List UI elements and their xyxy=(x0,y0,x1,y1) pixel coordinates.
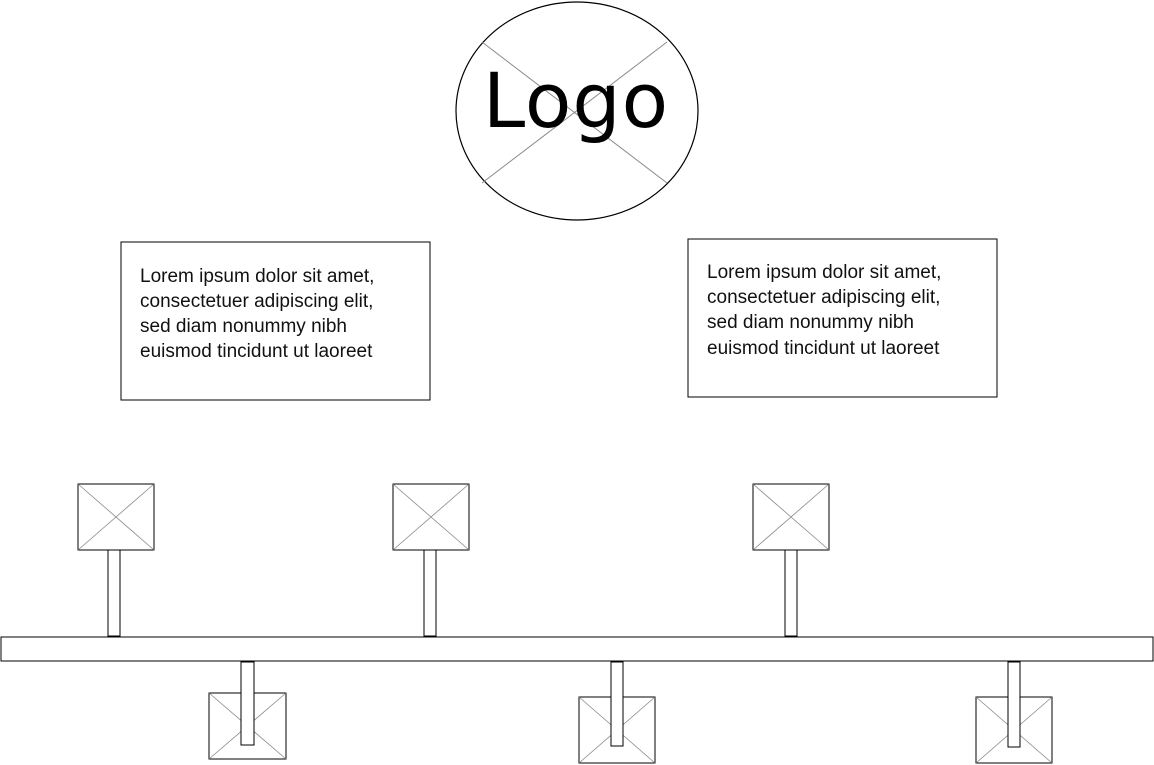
milestone-top-3 xyxy=(752,483,830,637)
milestone-connector xyxy=(240,661,255,746)
milestone-connector xyxy=(784,549,798,637)
text-box-line: Lorem ipsum dolor sit amet, xyxy=(707,262,941,283)
logo-placeholder: Logo xyxy=(455,1,699,221)
milestone-connector xyxy=(610,661,624,747)
milestone-connector xyxy=(423,549,437,637)
text-box-line: consectetuer adipiscing elit, xyxy=(707,287,940,308)
text-box-2: Lorem ipsum dolor sit amet, consectetuer… xyxy=(687,238,998,398)
text-box-line: euismod tincidunt ut laoreet xyxy=(707,338,940,359)
image-placeholder-icon xyxy=(752,483,830,551)
milestone-top-2 xyxy=(392,483,470,637)
text-box-frame xyxy=(120,241,431,401)
milestone-connector xyxy=(107,549,121,637)
milestone-connector xyxy=(1007,661,1021,748)
timeline-bar xyxy=(0,636,1154,662)
milestone-bottom-1 xyxy=(208,661,287,760)
text-box-line: euismod tincidunt ut laoreet xyxy=(140,341,373,362)
milestone-top-1 xyxy=(77,483,155,637)
text-box-line: consectetuer adipiscing elit, xyxy=(140,291,373,312)
logo-text: Logo xyxy=(483,56,669,145)
milestone-bottom-2 xyxy=(578,661,656,764)
text-box-line: sed diam nonummy nibh xyxy=(140,316,347,337)
milestone-bottom-3 xyxy=(975,661,1053,764)
text-box-frame xyxy=(687,238,998,398)
text-box-line: sed diam nonummy nibh xyxy=(707,312,914,333)
image-placeholder-icon xyxy=(77,483,155,551)
image-placeholder-icon xyxy=(392,483,470,551)
logo-cross-line xyxy=(481,41,668,184)
text-box-1: Lorem ipsum dolor sit amet, consectetuer… xyxy=(120,241,431,401)
text-box-line: Lorem ipsum dolor sit amet, xyxy=(140,266,374,287)
